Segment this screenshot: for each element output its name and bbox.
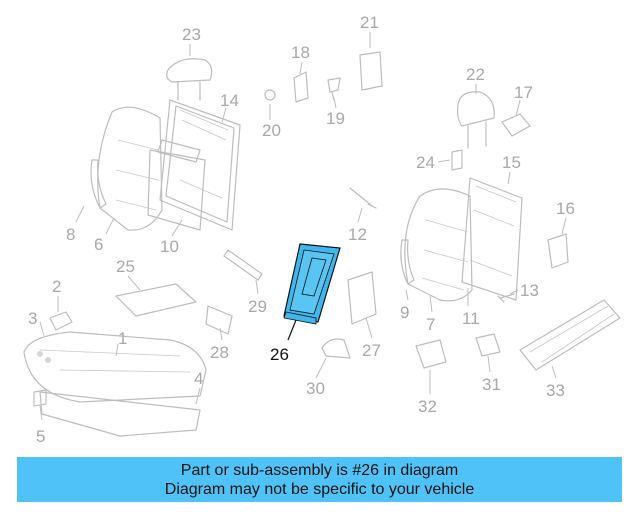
callout-9: 9 [400,303,409,322]
callout-30: 30 [306,379,325,398]
part-7-backrest [400,188,473,302]
callout-10: 10 [160,237,179,256]
info-banner: Part or sub-assembly is #26 in diagram D… [17,457,622,502]
part-17 [501,113,531,137]
callout-31: 31 [482,375,501,394]
right-small-parts [451,113,569,301]
bolts [349,187,515,303]
banner-line-2: Diagram may not be specific to your vehi… [164,480,475,498]
part-31 [475,333,501,357]
callout-33: 33 [546,381,565,400]
callout-29: 29 [248,297,267,316]
callout-4: 4 [194,369,203,388]
part-16 [547,233,569,269]
callout-11: 11 [462,309,480,328]
part-6-backrest [90,106,163,231]
part-26-highlighted [283,243,341,325]
part-22-headrest [456,91,495,149]
part-5 [33,389,47,407]
callout-labels: 23 18 21 14 20 19 22 17 24 15 16 12 13 6… [28,13,575,446]
banner-line-1: Part or sub-assembly is #26 in diagram [180,461,459,479]
callout-19: 19 [326,109,345,128]
callout-26: 26 [270,345,289,364]
part-25-panel [115,283,197,317]
part-10-armrest [147,139,206,231]
part-18 [293,71,309,103]
callout-25: 25 [116,257,135,276]
part-24 [451,149,463,171]
callout-13: 13 [520,281,539,300]
part-1-seat-cushion [23,331,207,437]
callout-17: 17 [514,83,533,102]
callout-3: 3 [28,309,37,328]
callout-28: 28 [210,343,229,362]
callout-7: 7 [426,315,435,334]
callout-20: 20 [262,121,281,140]
callout-12: 12 [348,225,367,244]
part-30 [321,338,351,359]
callout-5: 5 [36,427,45,446]
parts-diagram: 23 18 21 14 20 19 22 17 24 15 16 12 13 6… [23,13,621,446]
part-33-cover [519,299,621,371]
callout-6: 6 [94,235,103,254]
part-12 [349,187,377,209]
callout-14: 14 [220,91,239,110]
callout-8: 8 [66,225,75,244]
callout-1: 1 [118,329,127,348]
small-parts-top [264,51,383,103]
part-32 [415,339,447,369]
part-13 [497,293,515,303]
callout-16: 16 [556,199,575,218]
callout-15: 15 [502,153,521,172]
callout-21: 21 [360,13,379,32]
callout-27: 27 [362,341,381,360]
part-2-clip [49,311,73,331]
callout-23: 23 [182,25,201,44]
callout-2: 2 [52,277,61,296]
callout-32: 32 [418,397,437,416]
part-20 [264,89,276,101]
callout-24: 24 [416,153,435,172]
part-23-headrest [166,58,213,101]
leader-lines [39,32,567,421]
part-14-frame [159,99,241,231]
callout-18: 18 [291,43,310,62]
callout-22: 22 [466,65,485,84]
part-27-frame [347,271,377,325]
part-19 [327,77,341,101]
part-15 [461,177,523,301]
part-29-strip [223,249,263,281]
part-21 [359,51,383,91]
part-28 [205,305,233,335]
